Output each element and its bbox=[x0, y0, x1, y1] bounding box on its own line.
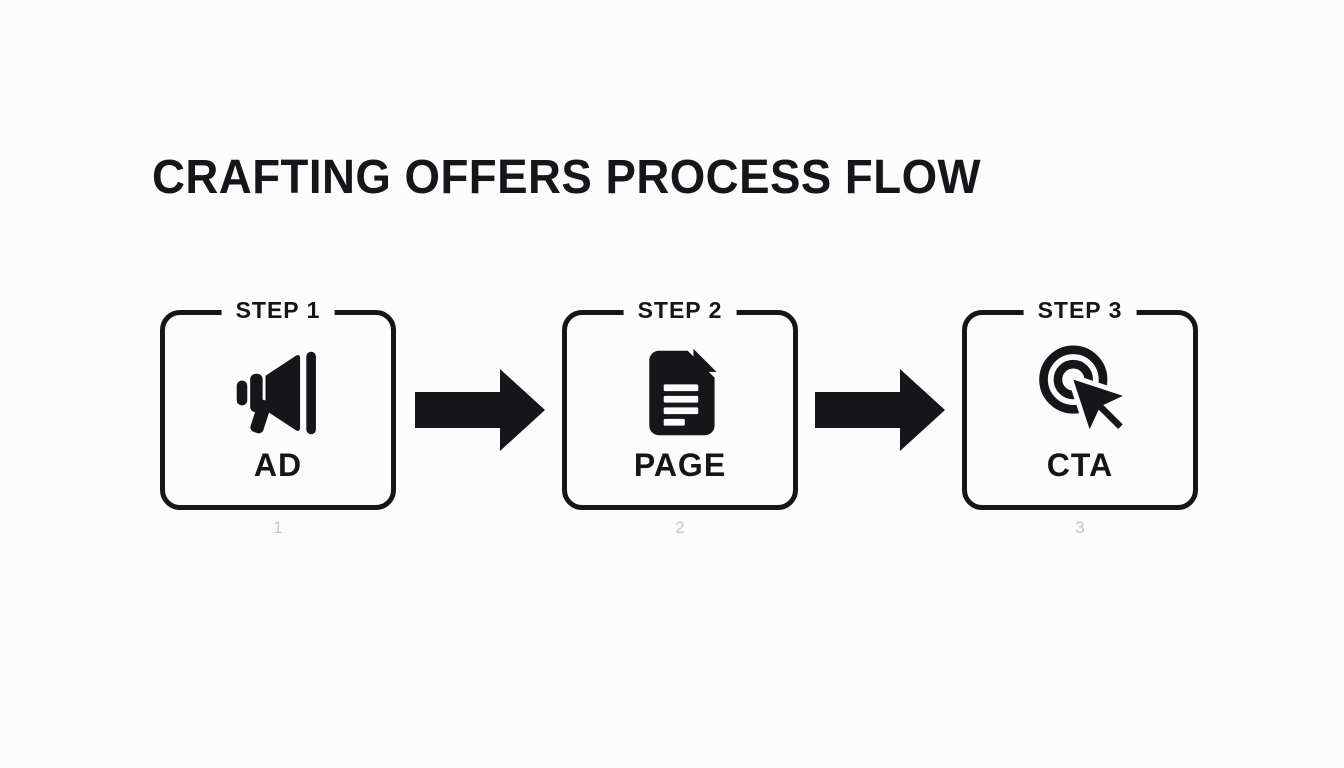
arrow-right-icon bbox=[815, 365, 945, 455]
cursor-click-icon bbox=[1032, 345, 1128, 441]
document-icon bbox=[632, 345, 728, 441]
step-card-cta: STEP 3 CTA bbox=[962, 296, 1198, 510]
step-2-name: PAGE bbox=[633, 447, 727, 483]
step-2-footnote-number: 2 bbox=[675, 518, 685, 537]
arrow-right-icon bbox=[415, 365, 545, 455]
step-card-ad: STEP 1 AD bbox=[160, 296, 396, 510]
step-1-footnote-number: 1 bbox=[273, 518, 283, 537]
step-3-footnote-number: 3 bbox=[1075, 518, 1085, 537]
megaphone-icon bbox=[230, 345, 326, 441]
step-1-label: STEP 1 bbox=[221, 296, 335, 324]
step-card-page: STEP 2 PAGE bbox=[562, 296, 798, 510]
step-1-name: AD bbox=[253, 447, 303, 483]
step-2-label: STEP 2 bbox=[623, 296, 737, 324]
step-3-label: STEP 3 bbox=[1023, 296, 1137, 324]
page-title: CRAFTING OFFERS PROCESS FLOW bbox=[152, 151, 982, 204]
step-3-name: CTA bbox=[1046, 447, 1114, 483]
